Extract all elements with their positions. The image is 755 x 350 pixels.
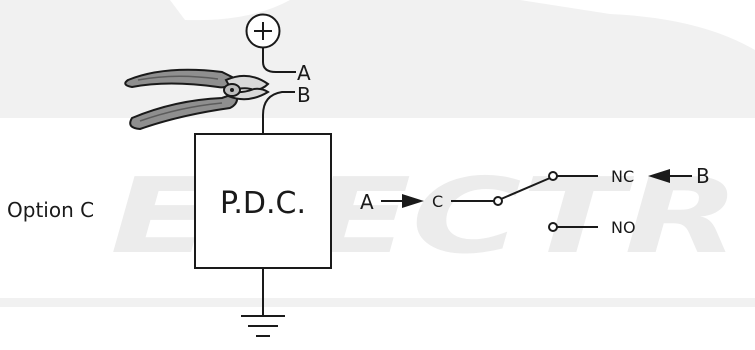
option-label: Option C [7, 198, 94, 222]
pdc-box [194, 133, 332, 269]
nc-contact [548, 171, 558, 181]
wire-cutter-icon [124, 68, 270, 131]
background-band-bottom [0, 298, 755, 307]
nc-input-label: B [696, 164, 710, 188]
no-label: NO [611, 218, 636, 237]
ground-icon [241, 268, 285, 337]
switch-input-label: A [360, 190, 374, 214]
wire-label-a: A [297, 61, 311, 85]
switch-common-label: C [432, 192, 443, 211]
background-swoosh-right [520, 0, 755, 50]
wire-a [262, 48, 296, 73]
arrow-right-icon [381, 194, 424, 208]
background-band-top [0, 0, 755, 118]
no-contact [548, 222, 558, 232]
wire-b [262, 91, 295, 134]
arrow-left-icon [648, 169, 692, 183]
wire-label-b: B [297, 83, 311, 107]
common-contact [493, 196, 503, 206]
pdc-box-label: P.D.C. [220, 186, 306, 221]
background-swoosh-left [170, 0, 290, 21]
plus-terminal-icon [245, 13, 281, 49]
nc-label: NC [611, 167, 634, 186]
switch-blade [500, 177, 551, 200]
